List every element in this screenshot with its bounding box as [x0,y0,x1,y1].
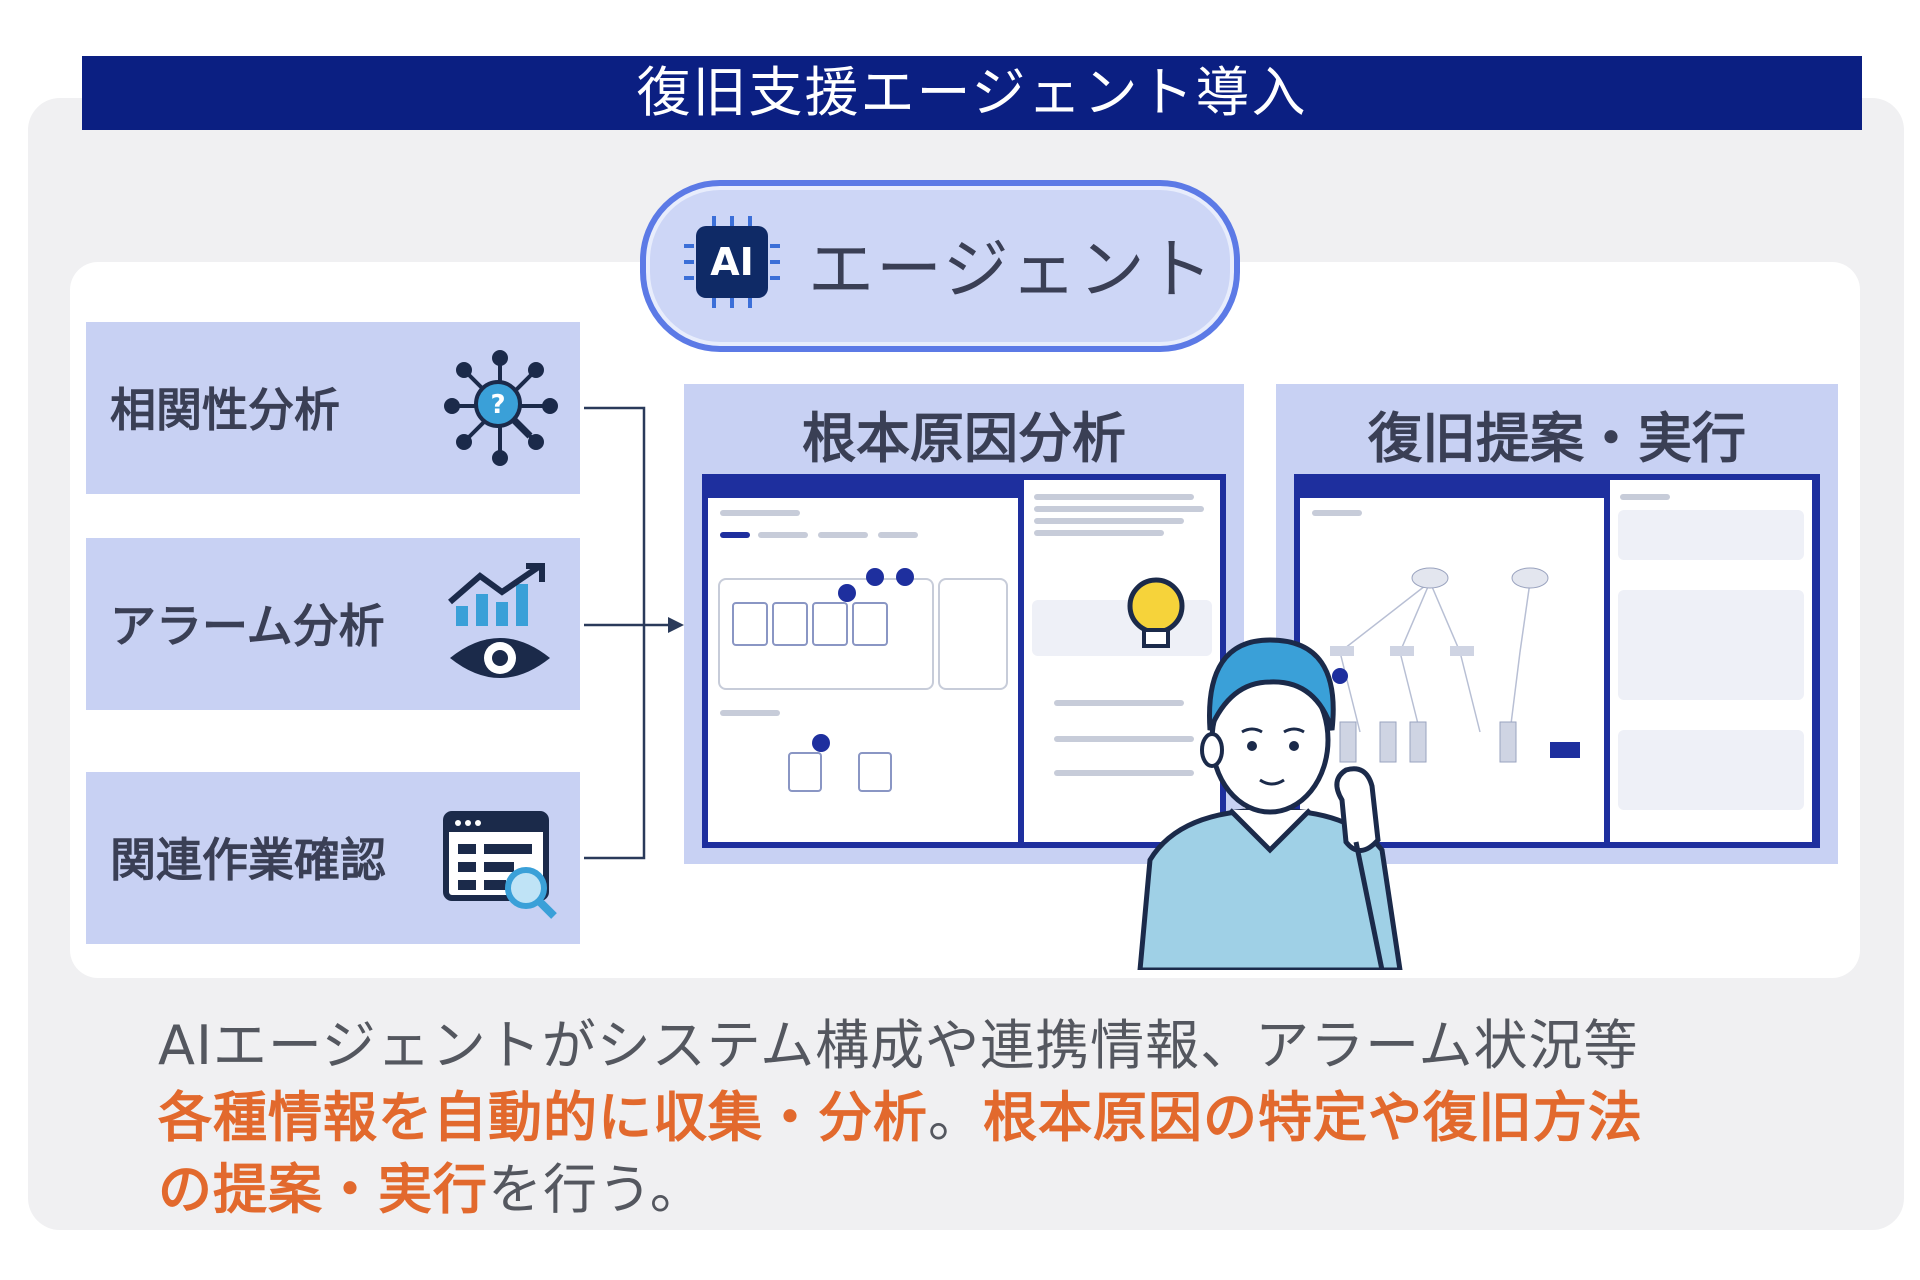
highlight-root-cause: 根本原因の特定や復旧方法 [983,1086,1643,1149]
highlight-proposal-execution: の提案・実行 [158,1158,488,1221]
panel-title: 根本原因分析 [802,407,1126,470]
ai-chip-icon: AI [696,226,768,298]
analysis-dashboard-screenshot [702,474,1226,848]
card-label: 関連作業確認 [110,833,386,887]
card-label: 相関性分析 [110,383,340,437]
document-search-icon [443,811,557,919]
svg-text:?: ? [490,390,505,420]
card-related-work-check: 関連作業確認 [86,772,580,944]
description-line-3: の提案・実行を行う。 [158,1154,1818,1226]
description-period: 。 [928,1086,983,1149]
network-search-icon: ? [444,350,558,466]
trend-eye-icon [448,563,550,678]
network-topology-view [1300,498,1604,842]
card-alarm-analysis: アラーム分析 [86,538,580,710]
slide-title: 復旧支援エージェント導入 [82,56,1862,130]
description-line-1: AIエージェントがシステム構成や連携情報、アラーム状況等 [158,1014,1639,1077]
recovery-dashboard-screenshot [1294,474,1820,848]
ai-agent-chat-panel [1610,480,1812,842]
card-label: アラーム分析 [110,599,385,653]
dashboard-main [708,498,1018,842]
topology-diagram [1330,567,1580,763]
highlight-collect-analyze: 各種情報を自動的に収集・分析 [158,1086,928,1149]
description-text: AIエージェントがシステム構成や連携情報、アラーム状況等 各種情報を自動的に収集… [158,1010,1818,1226]
arrow-head [668,617,684,633]
panel-root-cause-analysis: 根本原因分析 [684,384,1244,864]
description-ending: を行う。 [488,1158,705,1221]
chip-pins-icon [684,216,780,308]
panel-title: 復旧提案・実行 [1368,407,1746,470]
person-illustration [1137,637,1403,970]
agent-label: エージェント [808,231,1215,308]
ai-agent-badge: AI エージェント [640,180,1240,352]
lightbulb-icon [1127,577,1185,648]
card-correlation-analysis: 相関性分析 ? [86,322,580,494]
description-line-2: 各種情報を自動的に収集・分析。根本原因の特定や復旧方法 [158,1082,1818,1154]
